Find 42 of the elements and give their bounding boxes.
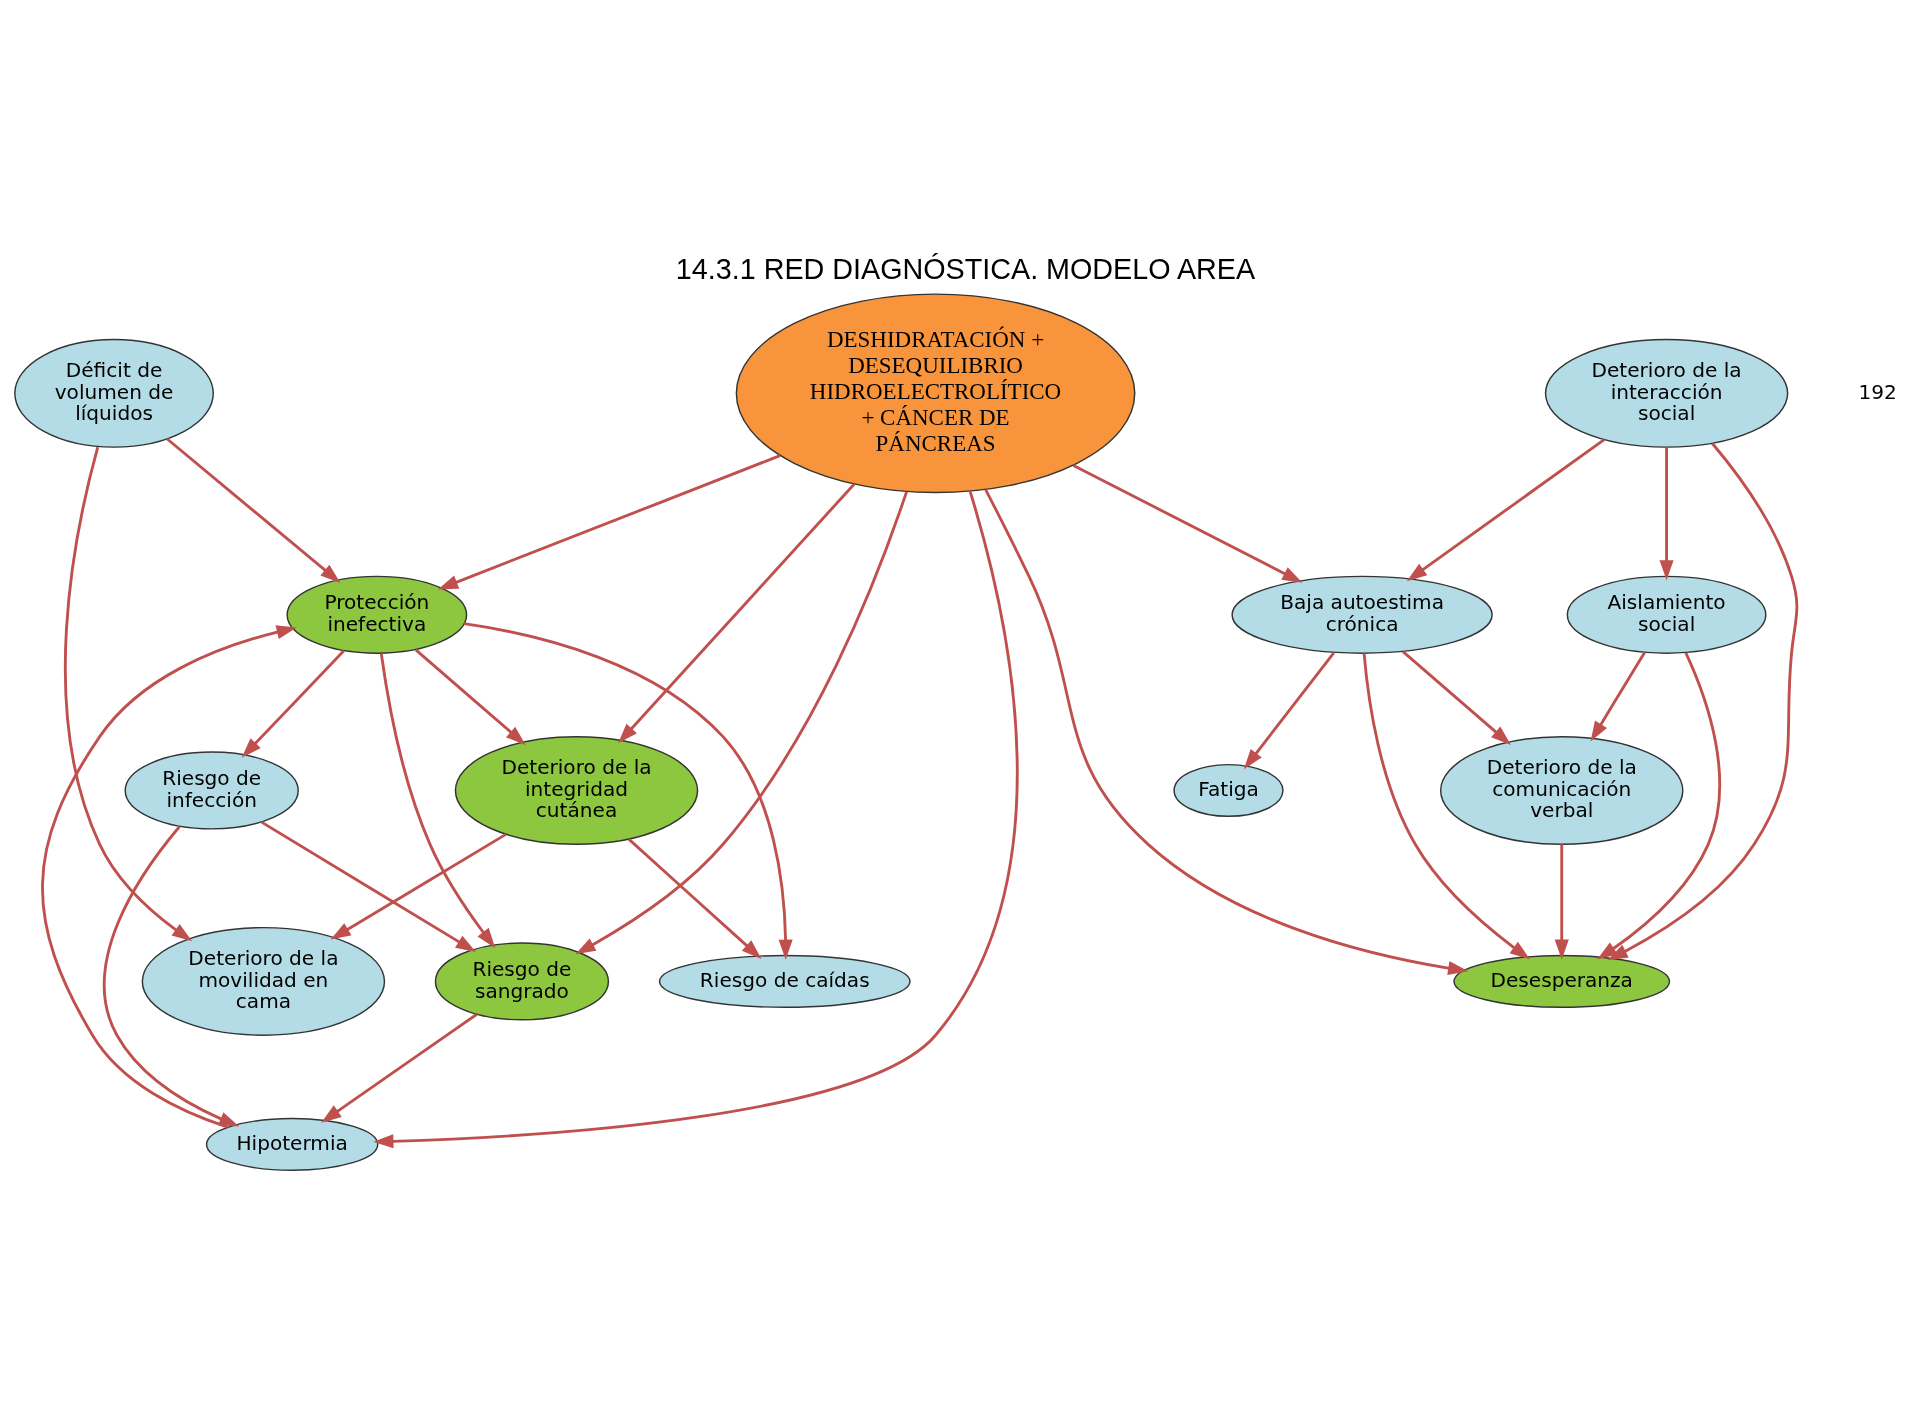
arrow: [463, 621, 793, 960]
arrow: [1243, 651, 1335, 769]
arrow: [1590, 651, 1646, 741]
arrow: [260, 820, 476, 952]
arrow: [241, 649, 345, 758]
node-ellipse: DESHIDRATACIÓN + DESEQUILIBRIO HIDROELECTROLÍTICO + CÁNCER DE PÁNCREAS: [735, 292, 1136, 493]
arrow: [618, 482, 856, 743]
arrow: [102, 825, 240, 1127]
arrow: [437, 453, 781, 589]
node-ellipse: Deterioro de la interacción social: [1544, 338, 1789, 448]
node-ellipse: Hipotermia: [205, 1117, 379, 1171]
arrow: [373, 490, 1019, 1148]
node-ellipse: Deterioro de la integridad cutánea: [454, 735, 699, 845]
arrow: [1554, 843, 1569, 960]
arrow: [1597, 651, 1721, 960]
arrow: [984, 488, 1469, 975]
node-ellipse: Deterioro de la comunicación verbal: [1439, 735, 1684, 845]
node-ellipse: Déficit de volumen de líquidos: [14, 338, 214, 448]
arrow: [1659, 447, 1674, 580]
node-ellipse: Riesgo de infección: [124, 750, 299, 830]
arrow: [379, 652, 496, 948]
arrow: [575, 490, 908, 954]
label: 192: [1858, 379, 1897, 404]
diagram-title: 14.3.1 RED DIAGNÓSTICA. MODELO AREA: [675, 252, 1256, 285]
node-ellipse: Riesgo de caídas: [658, 954, 911, 1008]
arrow: [1607, 442, 1799, 960]
arrow: [628, 837, 762, 959]
arrow: [330, 832, 507, 940]
arrow: [63, 446, 193, 941]
node-ellipse: Desesperanza: [1453, 954, 1671, 1008]
arrow: [1072, 463, 1303, 583]
node-ellipse: Fatiga: [1173, 763, 1284, 817]
arrow: [414, 648, 526, 745]
arrow: [1402, 650, 1511, 745]
arrow: [321, 1012, 478, 1123]
node-ellipse: Riesgo de sangrado: [434, 941, 610, 1021]
node-ellipse: Aislamiento social: [1566, 575, 1767, 654]
arrow: [166, 437, 341, 583]
arrow: [1406, 437, 1606, 581]
node-ellipse: Deterioro de la movilidad en cama: [141, 926, 386, 1036]
arrow: [1362, 652, 1530, 959]
node-ellipse: Baja autoestima crónica: [1231, 575, 1493, 654]
